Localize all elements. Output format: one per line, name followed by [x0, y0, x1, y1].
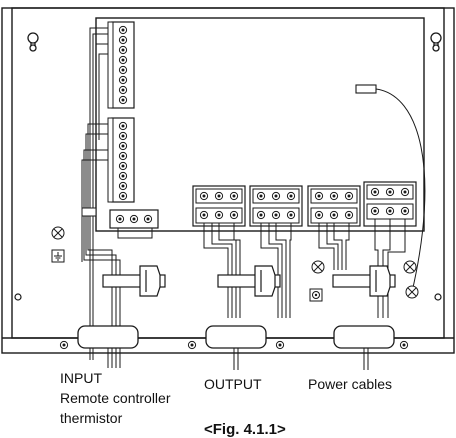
power-terminal — [363, 181, 417, 227]
lamp-symbol-icon — [405, 285, 419, 299]
input-terminal-block-upper — [107, 21, 135, 109]
thermistor-label: thermistor — [60, 410, 123, 426]
output-terminal-1 — [192, 185, 246, 227]
cable-clamp-icon — [332, 265, 396, 297]
ground-symbol-icon — [309, 288, 323, 302]
output-terminal-3 — [307, 185, 361, 227]
keyhole-mount-icon — [27, 32, 39, 52]
power-cables-label: Power cables — [308, 376, 393, 392]
bottom-knockout — [77, 325, 395, 349]
side-mount-hole — [434, 293, 442, 301]
cable-clamp-icon — [217, 265, 281, 297]
lamp-symbol-icon — [51, 226, 65, 240]
remote-controller-terminal — [109, 209, 159, 239]
remote-controller-label: Remote controller — [60, 390, 171, 406]
sensor-connector — [355, 84, 377, 94]
figure-caption: <Fig. 4.1.1> — [204, 421, 286, 438]
lamp-symbol-icon — [403, 260, 417, 274]
sensor-cable — [375, 88, 426, 293]
side-mount-hole — [14, 293, 22, 301]
output-terminal-2 — [249, 185, 303, 227]
input-label: INPUT — [60, 370, 102, 386]
input-terminal-block-lower — [107, 117, 135, 203]
lamp-symbol-icon — [311, 260, 325, 274]
wire-connector — [81, 207, 97, 217]
ground-symbol-icon — [51, 249, 65, 263]
output-label: OUTPUT — [204, 376, 262, 392]
keyhole-mount-icon — [430, 32, 442, 52]
exit-cables — [107, 348, 369, 370]
cable-clamp-icon — [102, 265, 166, 297]
